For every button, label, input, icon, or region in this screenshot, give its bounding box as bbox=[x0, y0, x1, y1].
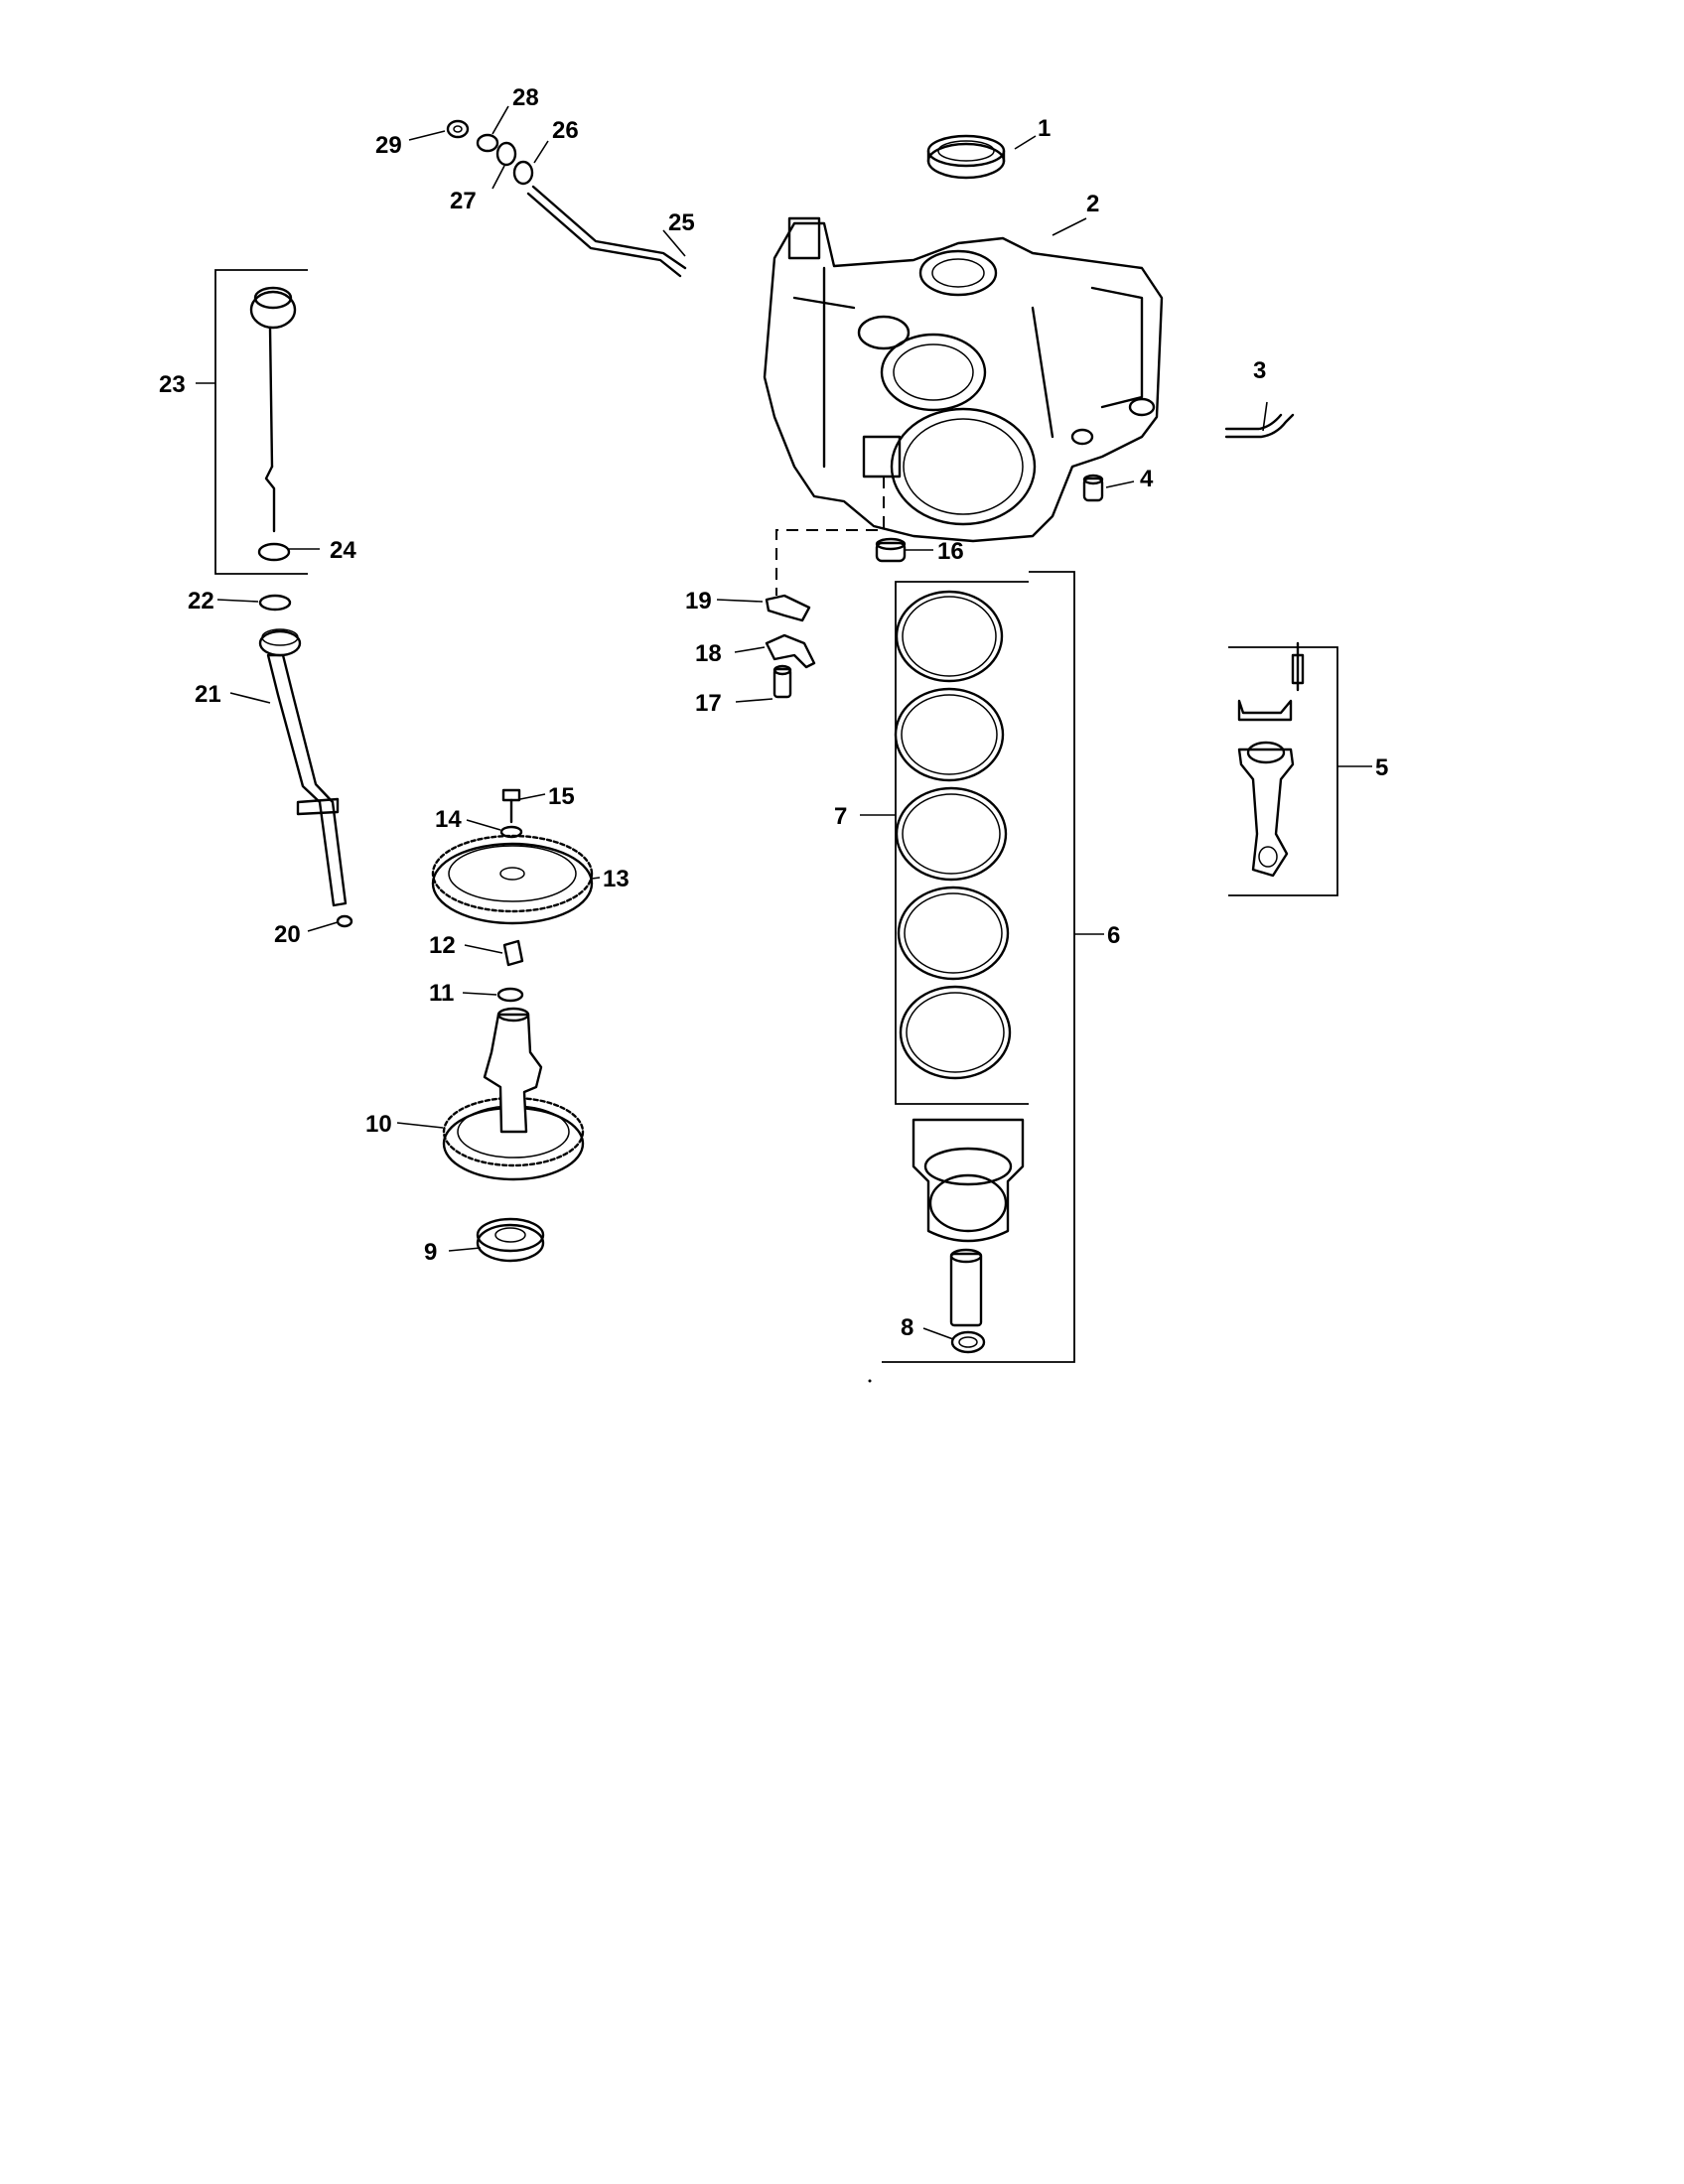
part-4-plug bbox=[1082, 474, 1104, 502]
part-27-nut bbox=[495, 141, 517, 167]
part-2-crankcase bbox=[763, 216, 1164, 543]
part-17-fitting bbox=[772, 664, 792, 699]
callout-16: 16 bbox=[937, 538, 964, 565]
callout-23: 23 bbox=[159, 371, 186, 398]
part-18-bracket bbox=[765, 633, 816, 669]
group-frame-6 bbox=[882, 571, 1075, 1363]
callout-4: 4 bbox=[1140, 466, 1154, 492]
part-15-bolt bbox=[501, 788, 521, 824]
callout-5: 5 bbox=[1375, 754, 1388, 781]
callout-12: 12 bbox=[429, 932, 456, 959]
part-7-piston-rings bbox=[894, 590, 1012, 1080]
part-26-washer bbox=[512, 160, 534, 186]
callout-11: 11 bbox=[429, 980, 454, 1007]
callout-19: 19 bbox=[685, 588, 712, 614]
part-24-o-ring bbox=[257, 542, 291, 562]
callout-2: 2 bbox=[1086, 191, 1099, 217]
group-frame-7 bbox=[895, 581, 1029, 1105]
callout-21: 21 bbox=[195, 681, 221, 708]
part-5-connecting-rod bbox=[1237, 641, 1305, 878]
callout-8: 8 bbox=[901, 1314, 913, 1341]
callout-6: 6 bbox=[1107, 922, 1120, 949]
part-14-washer bbox=[499, 825, 523, 839]
callout-26: 26 bbox=[552, 117, 579, 144]
callout-18: 18 bbox=[695, 640, 722, 667]
part-21-dipstick-tube bbox=[258, 628, 348, 907]
part-20-o-ring bbox=[336, 914, 353, 928]
group-frame-5 bbox=[1228, 646, 1338, 896]
part-11-ring bbox=[496, 987, 524, 1003]
callout-20: 20 bbox=[274, 921, 301, 948]
part-8-retaining-ring bbox=[950, 1330, 986, 1354]
part-22-o-ring bbox=[258, 594, 292, 612]
callout-1: 1 bbox=[1038, 115, 1051, 142]
callout-22: 22 bbox=[188, 588, 214, 614]
part-28-washer bbox=[476, 133, 499, 153]
part-23-dipstick bbox=[249, 286, 297, 533]
part-25-tube bbox=[526, 185, 687, 278]
part-3-tube bbox=[1224, 413, 1295, 439]
part-9-washer bbox=[476, 1217, 545, 1263]
callout-13: 13 bbox=[603, 866, 630, 892]
callout-27: 27 bbox=[450, 188, 477, 214]
callout-17: 17 bbox=[695, 690, 722, 717]
part-1-seal bbox=[926, 134, 1006, 180]
part-19-bracket-plate bbox=[765, 594, 811, 622]
callout-25: 25 bbox=[668, 209, 695, 236]
callout-10: 10 bbox=[365, 1111, 392, 1138]
group-frame-23 bbox=[214, 269, 308, 575]
callout-7: 7 bbox=[834, 803, 847, 830]
callout-29: 29 bbox=[375, 132, 402, 159]
callout-28: 28 bbox=[512, 84, 539, 111]
callout-3: 3 bbox=[1253, 357, 1266, 384]
part-12-key bbox=[502, 939, 524, 967]
part-29-washer bbox=[446, 119, 470, 139]
part-13-gear bbox=[431, 834, 594, 925]
part-6-wrist-pin bbox=[949, 1248, 983, 1327]
callout-9: 9 bbox=[424, 1239, 437, 1266]
part-16-bushing bbox=[875, 537, 907, 563]
part-6-piston bbox=[912, 1118, 1025, 1243]
part-10-camshaft-gear bbox=[442, 1007, 585, 1181]
callout-24: 24 bbox=[330, 537, 356, 564]
callout-14: 14 bbox=[435, 806, 462, 833]
callout-15: 15 bbox=[548, 783, 575, 810]
